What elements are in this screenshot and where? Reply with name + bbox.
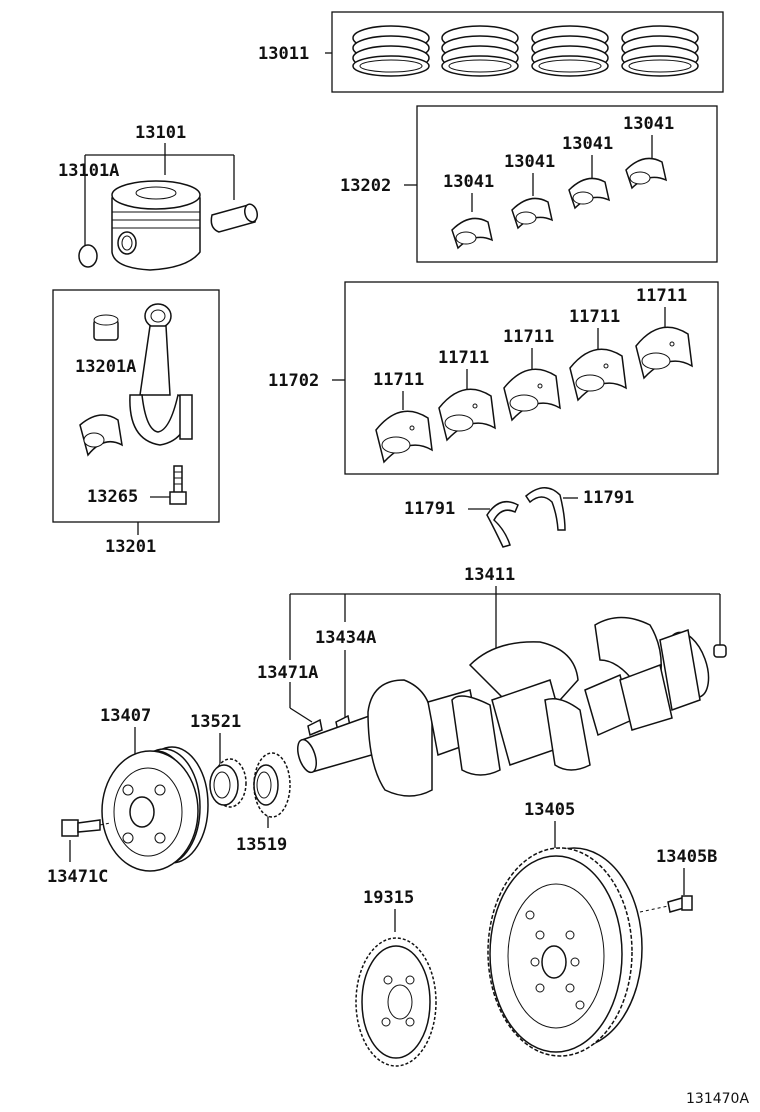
crank-bearing-3[interactable] [503,368,561,422]
diagram-id: 131470A [686,1091,749,1107]
piston-snap-ring[interactable] [78,244,98,268]
crank-bearing-5[interactable] [635,326,693,380]
label-crank-bearing-3[interactable]: 11711 [503,327,554,347]
flywheel-bolt-group: 13405B [639,847,717,913]
label-crank-bearing-2[interactable]: 11711 [438,348,489,368]
conrod-bearing-set-group: 13202 13041 13041 13041 13041 [340,105,718,263]
label-crankshaft[interactable]: 13411 [464,565,515,585]
signal-rotor[interactable] [355,937,437,1067]
crank-bearing-1[interactable] [375,410,433,464]
crank-bearing-4[interactable] [569,348,627,402]
piston-body[interactable] [111,180,201,271]
label-crank-pulley[interactable]: 13407 [100,706,151,726]
label-pulley-bolt[interactable]: 13471C [47,867,108,887]
flywheel[interactable] [487,847,643,1057]
label-conrod-bolt[interactable]: 13265 [87,487,138,507]
crank-plate-group: 13519 [236,752,291,855]
conrod-bushing[interactable] [93,314,119,341]
thrust-washer-right[interactable] [525,487,566,531]
piston-ring-3[interactable] [531,25,609,77]
pulley-bolt[interactable] [61,819,111,837]
label-thrust-washer-left[interactable]: 11791 [404,499,455,519]
conrod-bearing-box [416,105,718,263]
thrust-washer-group: 11791 11791 [404,487,634,548]
flywheel-group: 13405 [487,800,643,1057]
piston-ring-1[interactable] [352,25,430,77]
conrod-bearing-4[interactable] [625,157,668,190]
label-snap-ring[interactable]: 13101A [58,161,119,181]
conrod-bearing-lower[interactable] [79,414,123,457]
crank-key-b[interactable] [307,718,323,737]
label-crank-key-b[interactable]: 13471A [257,663,318,683]
label-conrod-bearing-2[interactable]: 13041 [504,152,555,172]
timing-sprocket[interactable] [209,758,247,808]
label-crank-bearing-1[interactable]: 11711 [373,370,424,390]
label-conrod-bearing-1[interactable]: 13041 [443,172,494,192]
crank-position-plate[interactable] [253,752,291,818]
piston-ring-box [331,11,724,93]
signal-rotor-group: 19315 [355,888,437,1067]
label-signal-rotor[interactable]: 19315 [363,888,414,908]
crankshaft-body[interactable] [294,616,716,797]
piston-ring-2[interactable] [441,25,519,77]
crank-pulley-group: 13407 [100,706,209,872]
label-crank-bearing-set[interactable]: 11702 [268,371,319,391]
label-timing-sprocket[interactable]: 13521 [190,712,241,732]
conrod-box [52,289,220,523]
piston-ring-set-group: 13011 [258,11,724,93]
label-crank-bearing-4[interactable]: 11711 [569,307,620,327]
conrod-bearing-1[interactable] [451,217,494,250]
crank-bearing-box [344,281,719,475]
label-flywheel[interactable]: 13405 [524,800,575,820]
crank-end-pin[interactable] [713,644,727,658]
conrod-group: 13201 13201A 13265 [52,289,220,557]
crank-bearing-set-group: 11702 11711 11711 11711 11711 11711 [268,281,719,475]
label-crank-key-a[interactable]: 13434A [315,628,376,648]
flywheel-bolt[interactable] [639,895,693,913]
piston-pin[interactable] [210,203,259,233]
label-flywheel-bolt[interactable]: 13405B [656,847,717,867]
label-conrod-bearing-set[interactable]: 13202 [340,176,391,196]
crankshaft-group: 13411 13434A 13471A [257,565,727,797]
pulley-bolt-group: 13471C [47,819,111,887]
piston-group: 13101 13101A [58,123,259,271]
label-conrod-bearing-3[interactable]: 13041 [562,134,613,154]
label-conrod-bearing-4[interactable]: 13041 [623,114,674,134]
label-piston[interactable]: 13101 [135,123,186,143]
label-crank-plate[interactable]: 13519 [236,835,287,855]
label-conrod[interactable]: 13201 [105,537,156,557]
conrod-bearing-2[interactable] [511,197,554,230]
conrod-body[interactable] [129,303,193,446]
conrod-bolt[interactable] [169,465,187,505]
label-piston-ring-set[interactable]: 13011 [258,44,309,64]
crank-bearing-2[interactable] [438,388,496,442]
thrust-washer-left[interactable] [486,500,519,548]
timing-sprocket-group: 13521 [190,712,247,808]
label-conrod-bushing[interactable]: 13201A [75,357,136,377]
crank-pulley[interactable] [101,746,209,872]
label-thrust-washer-right[interactable]: 11791 [583,488,634,508]
label-crank-bearing-5[interactable]: 11711 [636,286,687,306]
conrod-bearing-3[interactable] [568,177,611,210]
piston-ring-4[interactable] [621,25,699,77]
